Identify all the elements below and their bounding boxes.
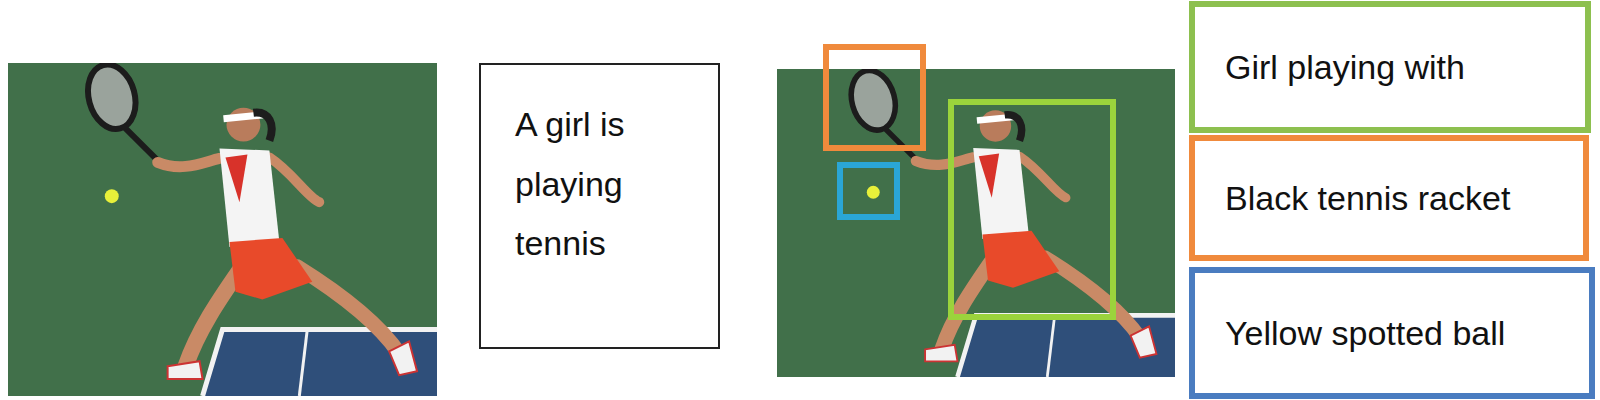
girl-region [951, 102, 1113, 317]
caption-box: A girl is playing tennis [479, 63, 720, 349]
ball-region [840, 165, 897, 217]
tennis-photo [777, 65, 1175, 377]
region-label-box: Black tennis racket [1189, 135, 1589, 261]
node-text: Girl playing with [1225, 47, 1465, 88]
region-label-box: Yellow spotted ball [1189, 267, 1595, 399]
node-text: Yellow spotted ball [1225, 313, 1505, 354]
tennis-photo [8, 59, 437, 396]
region-label-box: Girl playing with [1189, 1, 1591, 133]
racket-region [826, 47, 923, 148]
node-text: A girl is playing tennis [515, 95, 690, 274]
node-text: Black tennis racket [1225, 178, 1510, 219]
